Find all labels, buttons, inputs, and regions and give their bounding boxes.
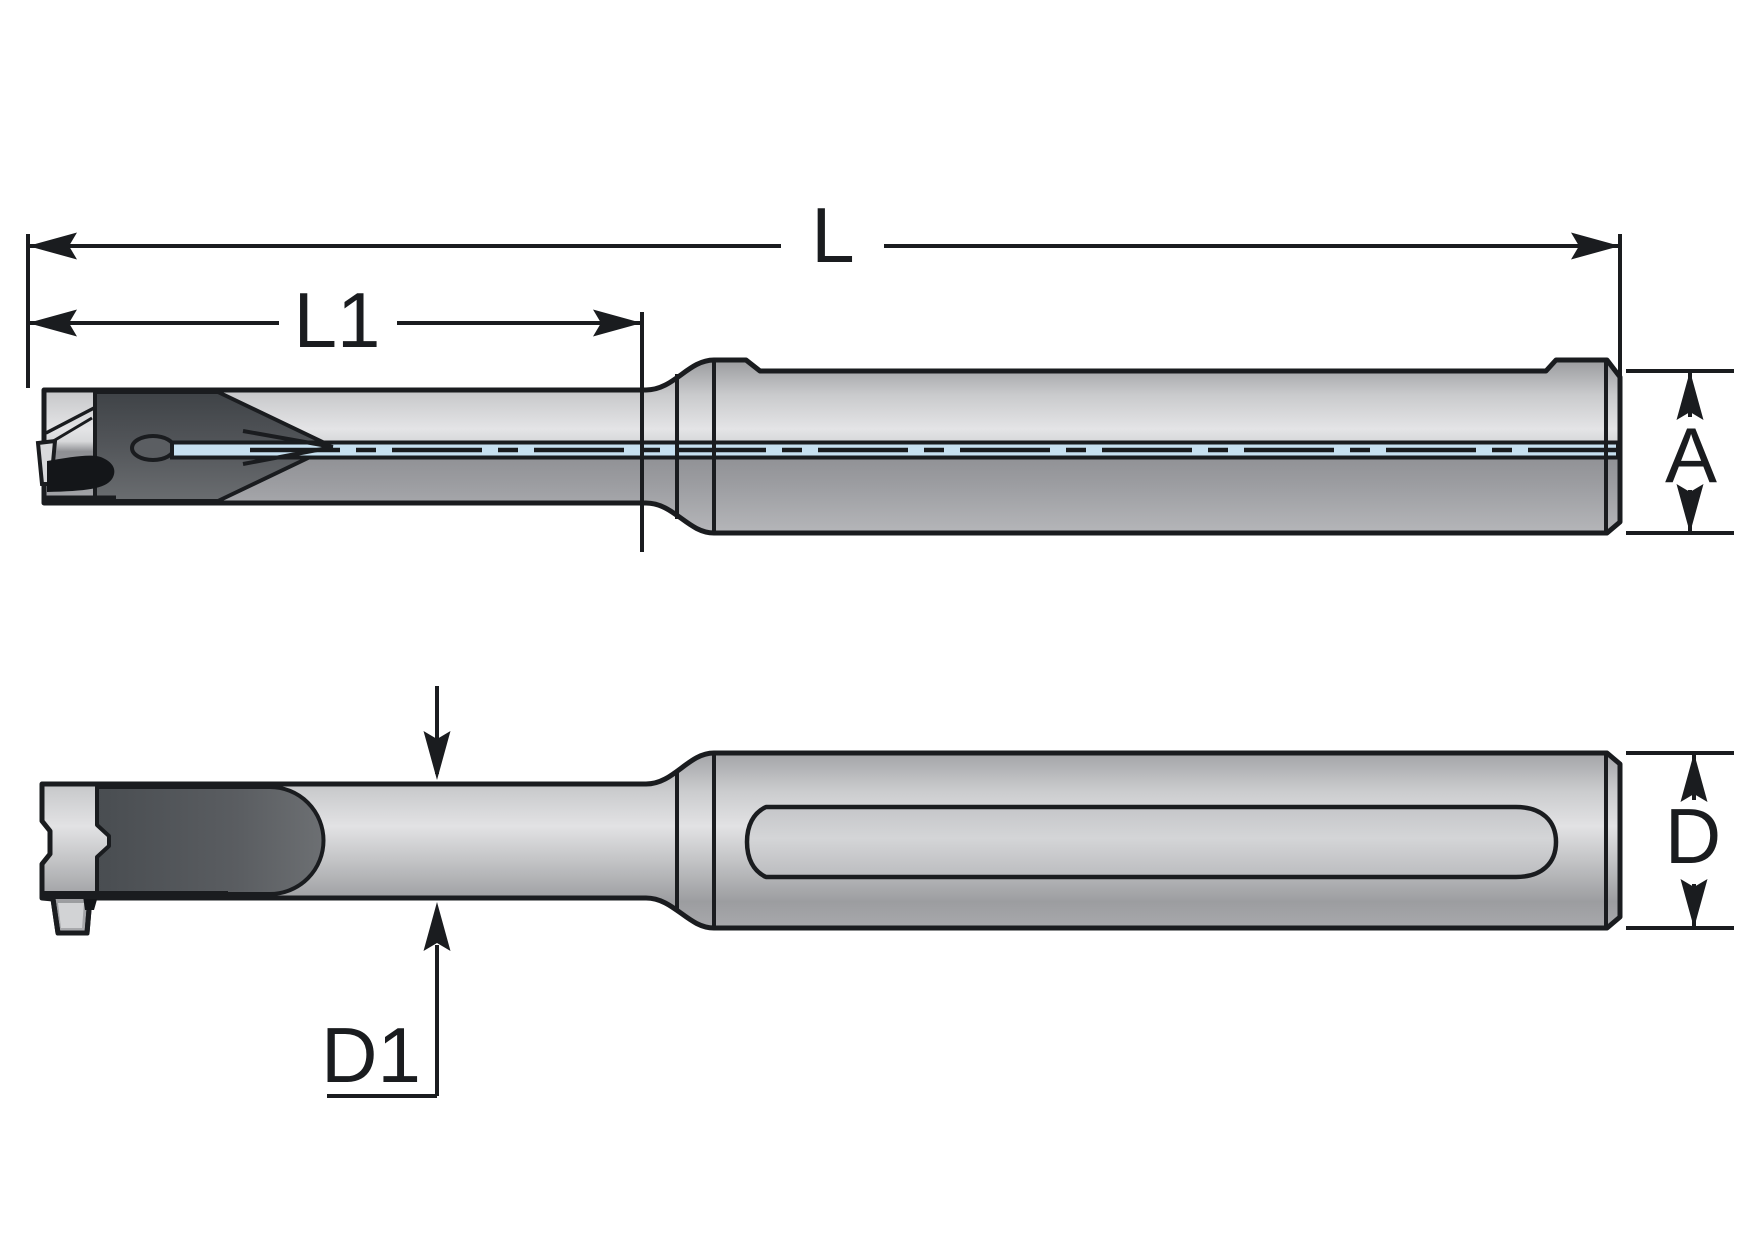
head-grind-lines <box>242 429 334 466</box>
clamp-gap-shadow <box>47 455 115 492</box>
dimension-L1: L1 <box>28 276 644 552</box>
dimension-label-A: A <box>1665 411 1717 499</box>
dimension-label-D1: D1 <box>321 1011 421 1099</box>
dimension-D: D <box>1626 751 1734 930</box>
dimension-label-L: L <box>811 191 854 279</box>
dimension-label-D: D <box>1665 792 1721 880</box>
dimension-L: L <box>26 191 1622 388</box>
top-view-insert-tooth <box>42 891 228 936</box>
top-view-dark-flat <box>95 785 326 896</box>
coolant-inlet-hole <box>130 434 176 462</box>
top-view <box>39 750 1623 936</box>
side-view <box>35 357 1623 536</box>
dimension-label-L1: L1 <box>294 276 381 364</box>
side-view-clamp-details <box>35 406 116 505</box>
shank-clamping-flat <box>744 804 1559 880</box>
dimension-A: A <box>1626 369 1734 535</box>
dimension-D1: D1 <box>321 686 451 1099</box>
